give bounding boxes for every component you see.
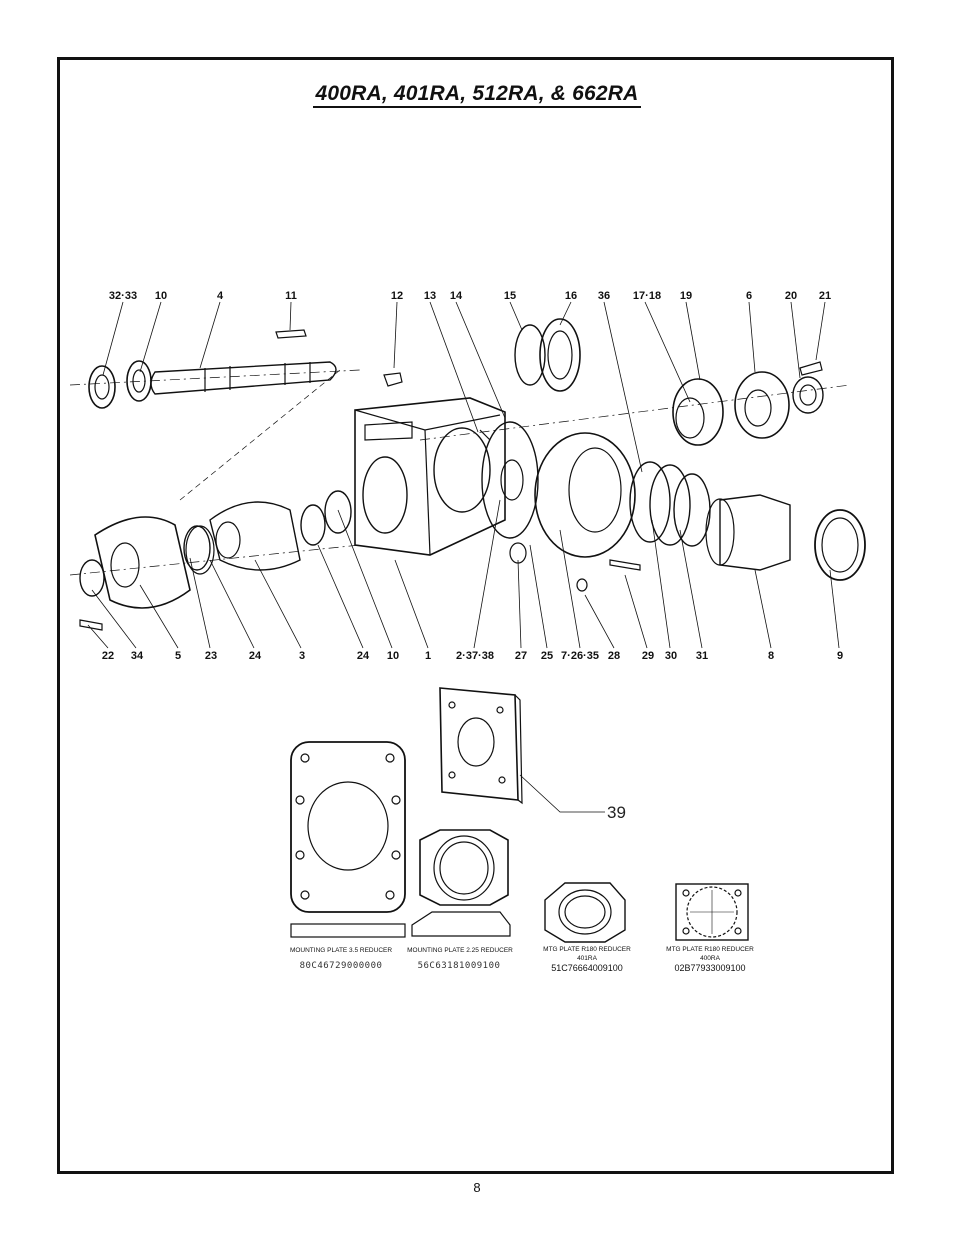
callout-label: 9: [836, 650, 844, 662]
plate-caption: MTG PLATE R180 REDUCER: [666, 946, 754, 953]
plate-caption: MOUNTING PLATE 3.5 REDUCER: [289, 947, 393, 954]
callout-label: 10: [154, 290, 168, 302]
plate-caption: MOUNTING PLATE 2.25 REDUCER: [407, 947, 513, 954]
callout-label: 17·18: [632, 290, 662, 302]
plate-caption: MTG PLATE R180 REDUCER: [543, 946, 631, 953]
callout-label: 8: [767, 650, 775, 662]
callout-label: 29: [641, 650, 655, 662]
callout-label: 19: [679, 290, 693, 302]
plate-part-number: 56C63181009100: [417, 961, 501, 971]
callout-label-39: 39: [607, 803, 626, 822]
callout-label: 31: [695, 650, 709, 662]
callout-label: 10: [386, 650, 400, 662]
callout-label: 23: [204, 650, 218, 662]
callout-label: 4: [216, 290, 224, 302]
page-number: 8: [473, 1180, 481, 1195]
page-title: 400RA, 401RA, 512RA, & 662RA: [0, 82, 954, 108]
plate-caption-sub: 400RA: [700, 955, 720, 962]
callout-label: 2·37·38: [456, 650, 494, 662]
callout-label: 16: [564, 290, 578, 302]
callout-label: 12: [390, 290, 404, 302]
callout-label: 3: [298, 650, 306, 662]
callout-label: 13: [423, 290, 437, 302]
callout-label: 21: [818, 290, 832, 302]
callout-label: 15: [503, 290, 517, 302]
plate-part-number: 02B77933009100: [674, 963, 746, 973]
callout-label: 1: [424, 650, 432, 662]
callout-label: 32·33: [108, 290, 138, 302]
callout-label: 30: [664, 650, 678, 662]
callout-label: 25: [540, 650, 554, 662]
callout-label: 20: [784, 290, 798, 302]
callout-label: 22: [101, 650, 115, 662]
plate-caption-sub: 401RA: [577, 955, 597, 962]
callout-label: 11: [285, 290, 297, 302]
plate-part-number: 51C76664009100: [551, 963, 623, 973]
page-border: [57, 57, 894, 1174]
callout-label: 24: [356, 650, 370, 662]
callout-label: 6: [745, 290, 753, 302]
callout-label: 27: [514, 650, 528, 662]
callout-label: 28: [607, 650, 621, 662]
callout-label: 14: [449, 290, 463, 302]
callout-label: 7·26·35: [561, 650, 599, 662]
callout-label: 5: [174, 650, 182, 662]
plate-part-number: 80C46729000000: [299, 961, 383, 971]
callout-label: 36: [597, 290, 611, 302]
callout-label: 34: [130, 650, 144, 662]
callout-label: 24: [248, 650, 262, 662]
leader-lines-top: [102, 301, 826, 473]
